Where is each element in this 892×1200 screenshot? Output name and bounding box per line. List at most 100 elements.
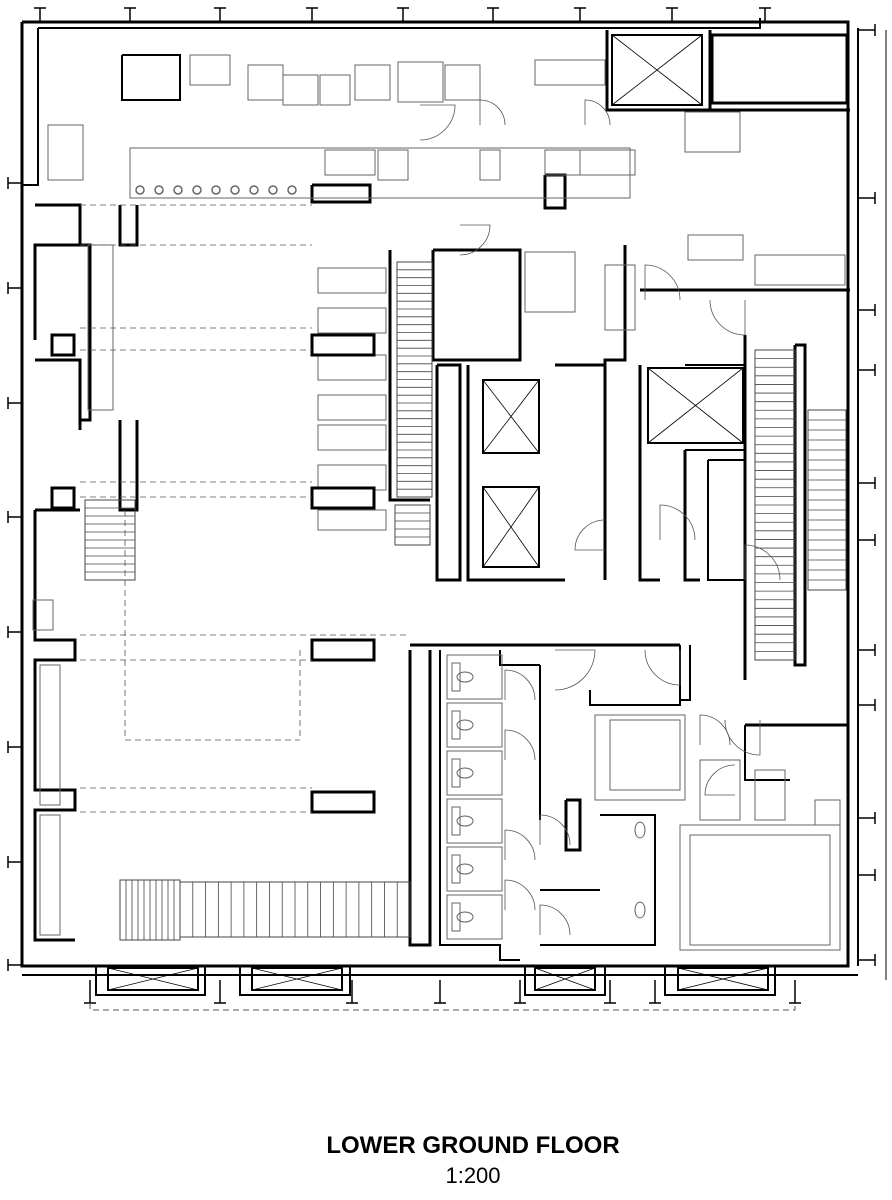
core-wall [466, 365, 565, 582]
stairs [84, 261, 847, 941]
fixture [317, 464, 387, 491]
door-swing [419, 104, 456, 141]
wall [499, 650, 540, 666]
core-wall [638, 365, 660, 582]
walls [20, 18, 859, 996]
door-swing [724, 719, 761, 756]
lift-cross [611, 34, 703, 106]
cistern [451, 806, 461, 836]
fixture [317, 307, 387, 334]
columns [50, 333, 376, 814]
door-swing [644, 649, 681, 686]
toilet-icon [456, 671, 474, 683]
fixture [687, 234, 744, 261]
toilet-cubicle [446, 894, 503, 940]
cistern [451, 758, 461, 788]
lift-shaft [251, 967, 343, 991]
door-swing [554, 649, 596, 691]
lift-cross [647, 367, 744, 444]
drawing-title: LOWER GROUND FLOOR [326, 1132, 620, 1159]
door-swing [584, 99, 611, 126]
toilet-cubicle [446, 654, 503, 700]
wall [118, 420, 139, 512]
core-wall [388, 250, 430, 502]
fixture [189, 54, 231, 86]
column [50, 333, 76, 357]
toilet-cubicle [446, 702, 503, 748]
fixture [47, 124, 84, 181]
fixture [354, 64, 391, 101]
lift-cross [107, 967, 199, 991]
door-swing [504, 729, 536, 761]
core-wall [435, 363, 462, 582]
stool [135, 185, 145, 195]
fixture [247, 64, 284, 101]
toilet-icon [456, 863, 474, 875]
wall [680, 645, 691, 701]
wall [589, 645, 681, 706]
fixture [814, 799, 841, 826]
wall [408, 650, 432, 947]
stool [268, 185, 278, 195]
wall [22, 28, 39, 186]
fixture [317, 424, 387, 451]
kitchen-unit [543, 173, 567, 210]
lift-cross [251, 967, 343, 991]
floor-plan [7, 7, 887, 1011]
column [310, 486, 376, 510]
door-swing [709, 299, 746, 336]
stair-wall [793, 343, 807, 667]
lift-shafts [107, 33, 849, 991]
drawing-scale: 1:200 [445, 1163, 501, 1188]
door-swing [659, 504, 696, 541]
fixture [319, 74, 351, 106]
cistern [451, 662, 461, 692]
fixture [317, 509, 387, 531]
lift-shaft [482, 379, 540, 454]
lift-lobby [431, 248, 522, 362]
fixture [604, 264, 636, 331]
light-well [239, 966, 351, 996]
fixture [377, 149, 409, 181]
door-swing [539, 904, 571, 936]
door-swing [704, 764, 736, 796]
fixture [324, 149, 376, 176]
fixture [684, 111, 741, 153]
fixture [397, 61, 444, 103]
lift-shaft [611, 34, 703, 106]
fixture [544, 149, 581, 176]
outer-wall [20, 20, 850, 968]
light-well [664, 966, 776, 996]
fixture [39, 664, 61, 806]
fixture [444, 64, 481, 101]
overhead-lines [80, 204, 796, 1011]
stool [173, 185, 183, 195]
kitchen-counter [129, 147, 631, 199]
lift-cross [677, 967, 769, 991]
door-swing [574, 519, 606, 551]
fixture [689, 834, 831, 946]
stool [287, 185, 297, 195]
wall [744, 725, 790, 781]
fixture [282, 74, 319, 106]
column [310, 790, 376, 814]
stool [211, 185, 221, 195]
door-swing [644, 264, 681, 301]
fixture [594, 714, 686, 801]
stair-flight [754, 349, 796, 661]
wall [540, 814, 656, 946]
fixture [317, 354, 387, 381]
cistern [451, 854, 461, 884]
wall [605, 30, 712, 112]
toilet-icon [456, 719, 474, 731]
toilet-cubicle [446, 750, 503, 796]
column [310, 638, 376, 662]
toilet-icon [456, 767, 474, 779]
service-shaft [710, 33, 849, 105]
light-well [95, 966, 206, 996]
fixture [524, 251, 576, 313]
stool [154, 185, 164, 195]
fixture [754, 254, 846, 286]
column [50, 486, 76, 510]
fixture [479, 149, 501, 181]
